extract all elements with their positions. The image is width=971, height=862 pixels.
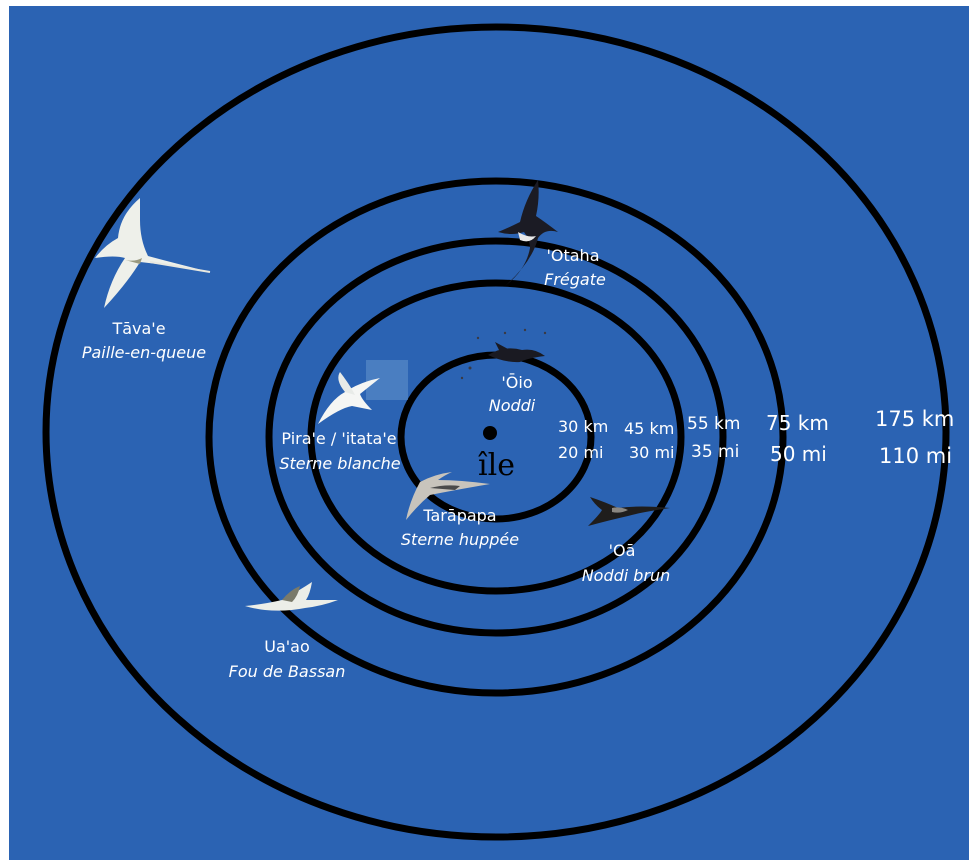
ring-175km <box>42 23 950 841</box>
bird-name-uaao: Ua'ao <box>264 637 310 656</box>
ring-45km <box>307 279 685 595</box>
white-tern-icon <box>318 360 408 424</box>
bird-french-tarapapa: Sterne huppée <box>401 530 519 549</box>
booby-icon <box>245 582 338 611</box>
ring-55km <box>265 237 727 637</box>
bird-french-otaha: Frégate <box>544 270 606 289</box>
distance-mi-55: 35 mi <box>691 442 739 462</box>
bird-name-otaha: 'Otaha <box>546 246 599 265</box>
bird-name-oio: 'Ōio <box>501 373 532 392</box>
distance-mi-45: 30 mi <box>629 443 674 462</box>
distance-mi-175: 110 mi <box>879 444 952 468</box>
bird-french-oio: Noddi <box>489 396 536 415</box>
distance-labels: 30 km 20 mi 45 km 30 mi 55 km 35 mi 75 k… <box>558 407 954 468</box>
bird-name-tavae: Tāva'e <box>111 319 165 338</box>
bird-name-tarapapa: Tarāpapa <box>422 506 496 525</box>
distance-mi-75: 50 mi <box>770 442 827 466</box>
distance-km-175: 175 km <box>875 407 954 431</box>
black-noddi-icon <box>460 328 547 380</box>
bird-french-tavae: Paille-en-queue <box>82 343 206 362</box>
bird-french-pirae: Sterne blanche <box>279 454 400 473</box>
ring-75km <box>205 177 787 697</box>
distance-mi-30: 20 mi <box>558 443 603 462</box>
crested-tern-icon <box>406 472 490 520</box>
brown-noddi-icon <box>588 497 670 526</box>
bird-name-oa: 'Oā <box>609 541 636 560</box>
bird-french-uaao: Fou de Bassan <box>229 662 346 681</box>
island-dot <box>483 426 497 440</box>
distance-km-45: 45 km <box>624 419 674 438</box>
bird-labels: 'Ōio Noddi 'Otaha Frégate Tāva'e Paille-… <box>82 246 670 681</box>
frigatebird-icon <box>498 180 558 286</box>
island-label: île <box>478 448 515 483</box>
bird-name-pirae: Pira'e / 'itata'e <box>281 429 396 448</box>
tropicbird-icon <box>95 198 211 308</box>
distance-km-75: 75 km <box>766 411 829 435</box>
bird-french-oa: Noddi brun <box>582 566 671 585</box>
distance-km-55: 55 km <box>687 414 740 434</box>
range-rings <box>42 23 950 841</box>
distance-km-30: 30 km <box>558 417 608 436</box>
